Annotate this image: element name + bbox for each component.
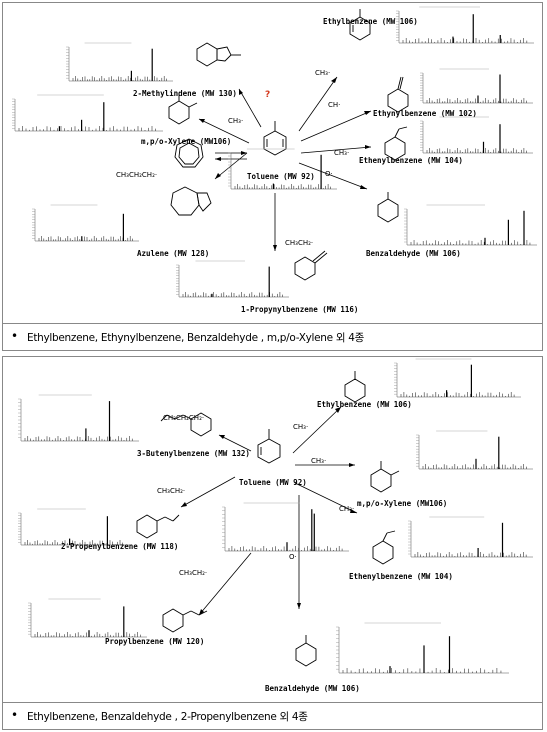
radical-label-ethynylbenzene: CH· <box>328 101 341 109</box>
arrow-to-benzaldehyde <box>298 162 368 190</box>
panel2-summary: Ethylbenzene, Benzaldehyde , 2-Propenylb… <box>27 711 308 723</box>
product-label-ethylbenzene: Ethylbenzene (MW 106) <box>323 17 418 26</box>
product-label-benzaldehyde: Benzaldehyde (MW 106) <box>366 249 461 258</box>
propynylbenzene-structure <box>294 250 328 281</box>
spectrum-benzaldehyde-2 <box>336 622 509 674</box>
reaction-panel-2: Ethylbenzene (MW 106) CH₃· m,p/o-Xylene … <box>2 356 543 730</box>
propylbenzene-structure-2 <box>162 608 208 633</box>
product-label-azulene: Azulene (MW 128) <box>137 249 210 258</box>
product-label-ethynylbenzene: Ethynylbenzene (MW 102) <box>373 109 477 118</box>
arrow-to-ethynylbenzene <box>300 110 372 142</box>
product-label-propynylbenzene: 1-Propynylbenzene (MW 116) <box>241 305 359 314</box>
arrow-to-ethylbenzene-2 <box>292 406 342 454</box>
spectrum-xylene-2 <box>416 430 533 470</box>
arrow-to-methylindene <box>238 88 262 128</box>
product-label-xylene: m,p/o-Xylene (MW106) <box>141 137 232 146</box>
radical-label-propylbenzene-2: CH₃CH₂· <box>179 569 208 577</box>
xylene-structure-2 <box>370 461 400 493</box>
reaction-panel-1: Ethylbenzene (MW 106) CH₃· Ethynylbenzen… <box>2 2 543 351</box>
ethynylbenzene-structure <box>387 76 409 113</box>
product-label-benzaldehyde-2: Benzaldehyde (MW 106) <box>265 684 360 693</box>
center-label-toluene: Toluene (MW 92) <box>247 172 315 181</box>
propenylbenzene-structure-2 <box>136 514 180 539</box>
spectrum-toluene-2 <box>222 502 349 552</box>
arrow-to-ethenylbenzene-2 <box>294 482 358 514</box>
ethylbenzene-structure <box>349 9 371 41</box>
spectrum-benzaldehyde <box>404 204 537 246</box>
azulene-structure <box>170 186 212 216</box>
radical-label-xylene-2: CH₃· <box>311 457 327 465</box>
spectrum-propynylbenzene <box>176 260 289 298</box>
radical-label-ethenylbenzene: CH₃· <box>334 149 350 157</box>
arrow-to-propenylbenzene-2 <box>180 476 236 508</box>
radical-label-ethylbenzene: CH₃· <box>315 69 331 77</box>
benzaldehyde-structure <box>377 192 399 223</box>
ethylbenzene-structure-2 <box>344 371 366 403</box>
spectrum-ethynylbenzene <box>420 68 533 104</box>
arrow-to-xylene <box>198 118 250 144</box>
radical-label-benzaldehyde: O· <box>325 170 333 178</box>
spectrum-xylene <box>12 94 163 132</box>
spectrum-ethenylbenzene <box>420 116 533 154</box>
spectrum-propenylbenzene-2 <box>18 508 129 546</box>
radical-label-methylindene: ? <box>265 90 271 100</box>
product-label-butenylbenzene-2: 3-Butenylbenzene (MW 132) <box>137 449 250 458</box>
radical-label-benzaldehyde-2: O· <box>289 553 297 561</box>
product-label-ethylbenzene-2: Ethylbenzene (MW 106) <box>317 400 412 409</box>
panel1-graphics <box>12 6 537 298</box>
arrow-to-ethylbenzene <box>298 76 338 132</box>
arrow-to-butenylbenzene-2 <box>218 434 252 452</box>
panel2-graphics <box>18 358 533 674</box>
center-label-toluene-2: Toluene (MW 92) <box>239 478 307 487</box>
ethenylbenzene-structure-2 <box>372 530 396 565</box>
spectrum-methylindene <box>66 42 173 82</box>
panel1-summary: Ethylbenzene, Ethynylbenzene, Benzaldehy… <box>27 332 364 344</box>
product-label-propenylbenzene-2: 2-Propenylbenzene (MW 118) <box>61 542 179 551</box>
radical-label-propenylbenzene-2: CH₃CH₂· <box>157 487 186 495</box>
radical-label-ethenylbenzene-2: CH₃· <box>339 505 355 513</box>
arrow-to-propylbenzene-2 <box>198 552 252 616</box>
spectrum-azulene <box>32 204 139 242</box>
bullet-2: • <box>11 708 19 722</box>
cycloheptatriene-structure <box>174 138 204 168</box>
radical-label-ethylbenzene-2: CH₃· <box>293 423 309 431</box>
spectrum-propylbenzene-2 <box>28 598 147 638</box>
panel1-footer: • Ethylbenzene, Ethynylbenzene, Benzalde… <box>3 323 542 350</box>
radical-label-xylene: CH₃· <box>228 117 244 125</box>
spectrum-butenylbenzene-2 <box>18 394 139 442</box>
benzaldehyde-structure-2 <box>295 635 317 667</box>
butenylbenzene-structure-2 <box>160 412 212 437</box>
product-label-ethenylbenzene: Ethenylbenzene (MW 104) <box>359 156 463 165</box>
methylindene-structure <box>196 42 241 67</box>
spectrum-ethylbenzene <box>396 6 534 44</box>
bullet: • <box>11 329 19 343</box>
spectrum-ethenylbenzene-2 <box>408 516 533 558</box>
product-label-xylene-2: m,p/o-Xylene (MW106) <box>357 499 448 508</box>
product-label-propylbenzene-2: Propylbenzene (MW 120) <box>105 637 205 646</box>
ethenylbenzene-structure <box>384 126 408 161</box>
toluene-structure <box>263 121 287 156</box>
arrow-to-ethenylbenzene <box>300 146 372 154</box>
radical-label-propynylbenzene: CH₃CH₂· <box>285 239 314 247</box>
product-label-ethenylbenzene-2: Ethenylbenzene (MW 104) <box>349 572 453 581</box>
spectrum-ethylbenzene-2 <box>394 358 521 398</box>
xylene-structure <box>168 93 198 125</box>
toluene-structure-2 <box>257 429 281 464</box>
spectrum-toluene <box>228 148 337 190</box>
radical-label-azulene: CH₃CH₂CH₂· <box>116 171 158 179</box>
product-label-methylindene: 2-Methylindene (MW 130) <box>133 89 237 98</box>
panel2-footer: • Ethylbenzene, Benzaldehyde , 2-Propeny… <box>3 702 542 729</box>
radical-label-butenylbenzene-2: CH₃CH₂CH₂· <box>163 414 205 422</box>
